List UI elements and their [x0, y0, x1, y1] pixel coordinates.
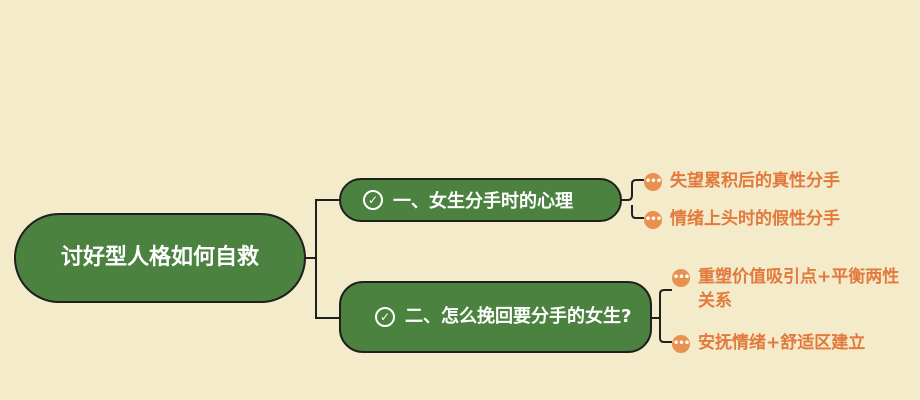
branch-1-label: 一、女生分手时的心理: [393, 191, 573, 212]
root-label: 讨好型人格如何自救: [60, 245, 259, 270]
branch-node-1[interactable]: ✓ 一、女生分手时的心理: [339, 178, 622, 222]
leaf-node-1-1[interactable]: ••• 失望累积后的真性分手: [644, 171, 840, 193]
root-node[interactable]: 讨好型人格如何自救: [14, 213, 306, 303]
branch-node-2[interactable]: ✓ 二、怎么挽回要分手的女生?: [339, 281, 652, 353]
ellipsis-icon: •••: [672, 269, 690, 287]
leaf-node-2-2[interactable]: ••• 安抚情绪+舒适区建立: [672, 333, 866, 355]
ellipsis-icon: •••: [672, 335, 690, 353]
leaf-node-1-2[interactable]: ••• 情绪上头时的假性分手: [644, 209, 840, 231]
leaf-node-2-1[interactable]: ••• 重塑价值吸引点+平衡两性关系: [672, 267, 908, 313]
root-connector: [306, 199, 339, 319]
check-circle-icon: ✓: [363, 190, 383, 210]
leaf-1-2-label: 情绪上头时的假性分手: [670, 209, 840, 229]
leaf-2-2-label: 安抚情绪+舒适区建立: [698, 333, 866, 353]
leaf-1-1-label: 失望累积后的真性分手: [670, 171, 840, 191]
branch-2-label: 二、怎么挽回要分手的女生?: [405, 306, 632, 327]
branch-1-connector: [622, 179, 644, 219]
ellipsis-icon: •••: [644, 211, 662, 229]
branch-2-connector: [652, 289, 672, 343]
leaf-2-1-label: 重塑价值吸引点+平衡两性关系: [698, 267, 900, 311]
check-circle-icon: ✓: [375, 307, 395, 327]
ellipsis-icon: •••: [644, 173, 662, 191]
